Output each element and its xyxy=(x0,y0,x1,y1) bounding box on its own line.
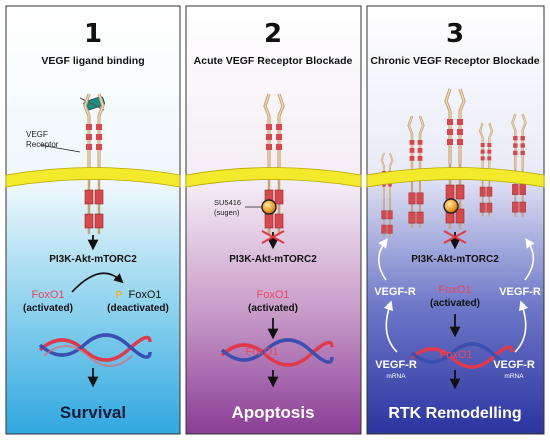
panel-3-outcome: RTK Remodelling xyxy=(388,405,521,422)
mrna-left-label: VEGF-R xyxy=(375,359,417,371)
vegfr-left-label: VEGF-R xyxy=(374,286,416,298)
mrna-right-sub: mRNA xyxy=(504,373,524,380)
dna-foxo1-label: FoxO1 xyxy=(439,349,472,361)
dna-foxo1-label: FoxO1 xyxy=(245,346,278,358)
panel-3: 3 Chronic VEGF Receptor Blockade PI3K-Ak… xyxy=(366,5,545,435)
panel-2-number: 2 xyxy=(264,19,282,49)
dna-icon xyxy=(38,333,152,367)
receptor-pointer xyxy=(39,144,81,153)
panel-3-title: Chronic VEGF Receptor Blockade xyxy=(370,55,539,67)
foxo1-activated-label: FoxO1 xyxy=(256,289,289,301)
cell-membrane xyxy=(366,167,545,188)
foxo1-deactivated-label: FoxO1 xyxy=(128,289,161,301)
panel-1-title: VEGF ligand binding xyxy=(41,55,144,67)
panel-3-number: 3 xyxy=(446,19,464,49)
block-x-icon xyxy=(261,230,285,244)
foxo1-deactivated-state: (deactivated) xyxy=(107,303,169,314)
foxo1-activated-state: (activated) xyxy=(23,303,73,314)
panel-1-outcome: Survival xyxy=(60,403,126,422)
panel-2-background xyxy=(185,5,362,435)
block-x-icon xyxy=(443,230,467,244)
vegfr-right-label: VEGF-R xyxy=(499,286,541,298)
phosphorylation-arrow xyxy=(71,272,124,293)
cell-membrane xyxy=(185,167,362,188)
receptor-label: VEGF Receptor xyxy=(26,130,59,149)
panel-2-pathway: PI3K-Akt-mTORC2 xyxy=(229,254,317,265)
panel-1: 1 VEGF ligand binding VEGF Receptor PI3K… xyxy=(5,5,181,435)
foxo1-activated-label: FoxO1 xyxy=(438,284,471,296)
sugen-inhibitor-icon xyxy=(443,198,459,214)
foxo1-activated-state: (activated) xyxy=(430,298,480,309)
panel-1-number: 1 xyxy=(84,19,102,49)
foxo1-activated-state: (activated) xyxy=(248,303,298,314)
mrna-left-sub: mRNA xyxy=(386,373,406,380)
cell-membrane xyxy=(5,167,181,188)
panel-2-title: Acute VEGF Receptor Blockade xyxy=(194,55,353,67)
dna-icon xyxy=(220,338,334,367)
phospho-label: P xyxy=(116,290,123,301)
recycle-arrows xyxy=(377,238,535,353)
panel-3-pathway: PI3K-Akt-mTORC2 xyxy=(411,254,499,265)
foxo1-activated-label: FoxO1 xyxy=(31,289,64,301)
panel-2: 2 Acute VEGF Receptor Blockade SU5416 (s… xyxy=(185,5,362,435)
sugen-label: SU5416 (sugen) xyxy=(214,198,243,217)
sugen-inhibitor-icon xyxy=(261,199,277,215)
mrna-right-label: VEGF-R xyxy=(493,359,535,371)
dna-icon xyxy=(410,342,514,369)
panel-1-pathway: PI3K-Akt-mTORC2 xyxy=(49,254,137,265)
panel-2-outcome: Apoptosis xyxy=(231,403,314,422)
